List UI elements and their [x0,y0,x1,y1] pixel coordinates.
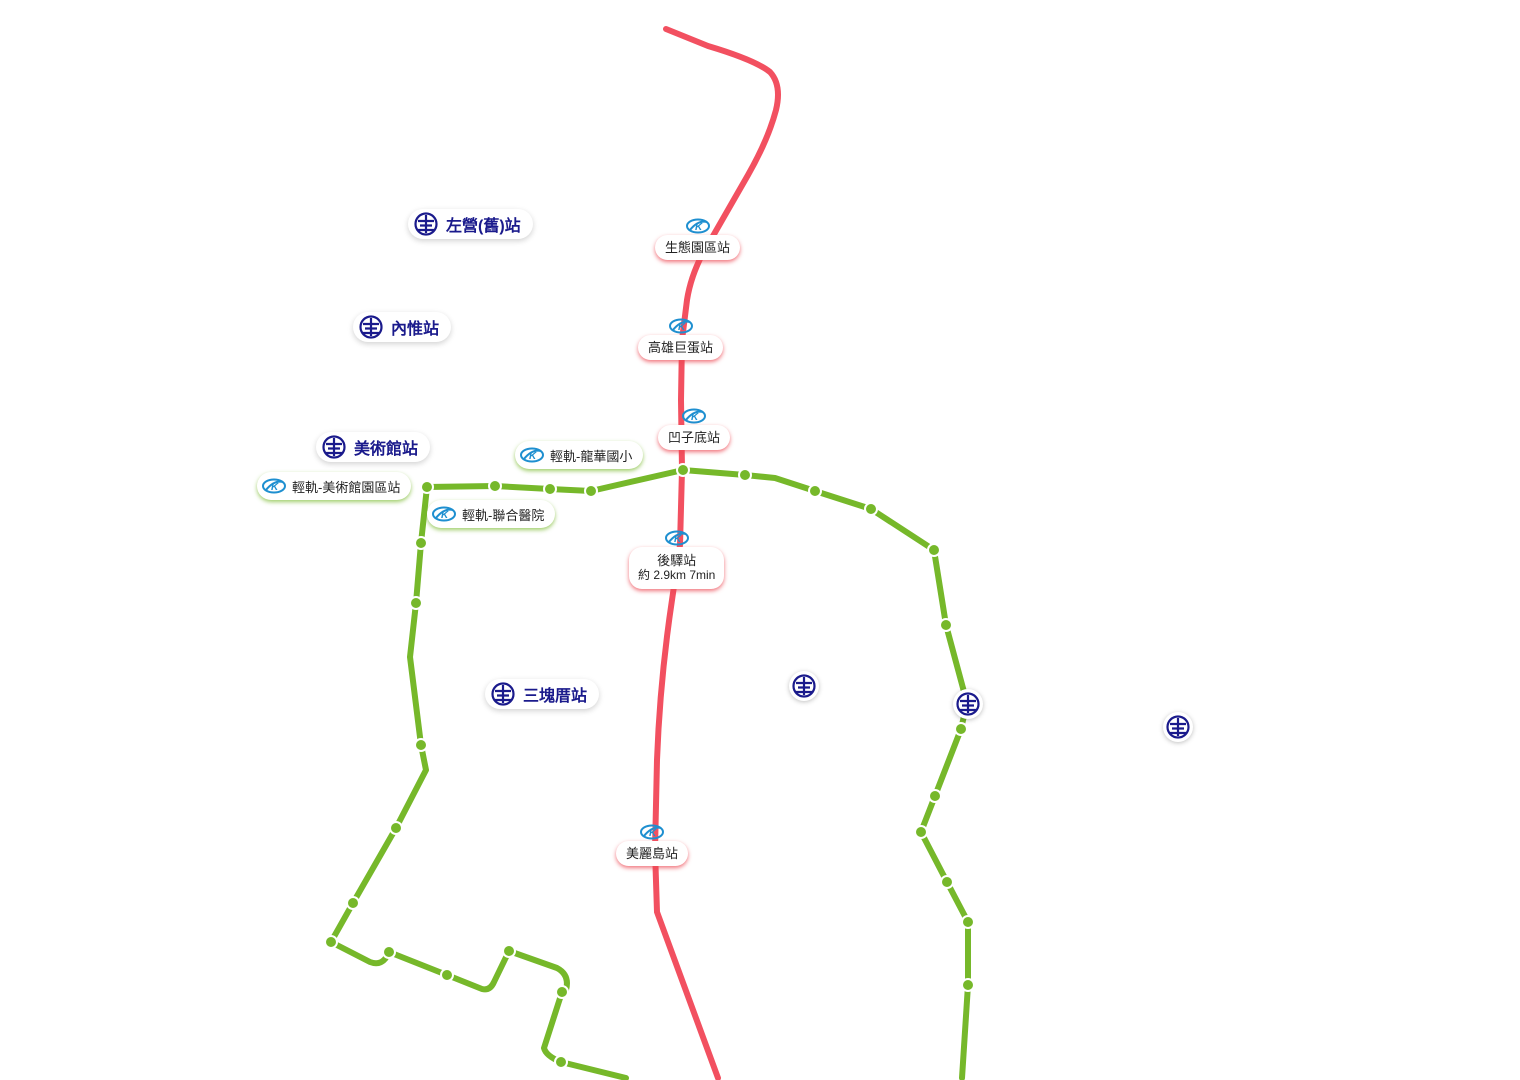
lrt-stop-dot[interactable] [928,789,942,803]
lrt-stop-dot[interactable] [414,536,428,550]
mrt-station-formosa-boulevard[interactable]: K 美麗島站 [616,824,689,866]
lrt-stop-dot[interactable] [939,618,953,632]
svg-text:K: K [691,412,699,423]
taiwan-railway-logo-icon [322,435,346,459]
tra-station-marker[interactable] [953,689,983,719]
mrt-station-name: 生態園區站 [665,240,731,255]
kaohsiung-metro-logo-icon: K [262,478,286,494]
taiwan-railway-logo-icon [491,682,515,706]
lrt-stop-dot[interactable] [927,543,941,557]
mrt-station-ecological-park[interactable]: K 生態園區站 [655,218,741,260]
svg-text:K: K [271,482,279,493]
kaohsiung-metro-logo-icon: K [640,824,664,840]
mrt-station-name: 後驛站 [657,553,697,568]
tra-station-name: 美術館站 [354,441,419,458]
mrt-station-name: 美麗島站 [626,846,679,861]
svg-text:K: K [529,451,537,462]
lrt-stop-dot[interactable] [346,896,360,910]
tra-station-sankuaicuo[interactable]: 三塊厝站 [485,679,600,709]
lrt-stop-dot[interactable] [324,935,338,949]
taiwan-railway-logo-icon [956,692,980,716]
mrt-station-houyi[interactable]: K 後驛站 約 2.9km 7min [629,530,725,589]
tra-station-marker[interactable] [789,671,819,701]
svg-text:K: K [695,222,703,233]
lrt-stop-dot[interactable] [961,915,975,929]
green-line-stops [324,463,975,1069]
lrt-stop-dot[interactable] [414,738,428,752]
tra-station-name: 左營(舊)站 [446,218,521,235]
lrt-stop-dot[interactable] [502,944,516,958]
tra-station-name: 內惟站 [391,321,440,338]
kaohsiung-metro-logo-icon: K [520,447,544,463]
tra-station-museum[interactable]: 美術館站 [316,432,431,462]
lrt-station-longhua-elementary[interactable]: K 輕軌-龍華國小 [515,441,644,469]
mrt-station-name: 高雄巨蛋站 [648,340,714,355]
lrt-stop-dot[interactable] [554,1055,568,1069]
kaohsiung-metro-logo-icon: K [685,218,710,234]
tra-station-marker[interactable] [1163,712,1193,742]
lrt-stop-dot[interactable] [543,482,557,496]
lrt-stop-dot[interactable] [584,484,598,498]
mrt-station-kaohsiung-arena[interactable]: K 高雄巨蛋站 [638,318,724,360]
lrt-stop-dot[interactable] [914,825,928,839]
taiwan-railway-logo-icon [1166,715,1190,739]
tra-station-name: 三塊厝站 [523,688,588,705]
lrt-stop-dot[interactable] [940,875,954,889]
lrt-stop-dot[interactable] [864,502,878,516]
lrt-stop-dot[interactable] [389,821,403,835]
lrt-stop-dot[interactable] [954,722,968,736]
taiwan-railway-logo-icon [792,674,816,698]
tra-station-neiwei[interactable]: 內惟站 [353,312,452,342]
lrt-stop-dot[interactable] [808,484,822,498]
lrt-station-museum-park[interactable]: K 輕軌-美術館園區站 [257,472,412,500]
lrt-stop-dot[interactable] [440,968,454,982]
kaohsiung-metro-logo-icon: K [668,318,693,334]
lrt-station-name: 輕軌-龍華國小 [550,448,633,464]
green-line-route-west [328,484,629,1080]
mrt-station-aozihdi[interactable]: K 凹子底站 [658,408,731,450]
kaohsiung-metro-logo-icon: K [432,506,456,522]
lrt-stop-dot[interactable] [961,978,975,992]
svg-text:K: K [674,534,682,545]
taiwan-railway-logo-icon [359,315,383,339]
lrt-station-name: 輕軌-聯合醫院 [462,507,545,523]
tra-station-zuoying-old[interactable]: 左營(舊)站 [408,209,533,239]
lrt-stop-dot[interactable] [409,596,423,610]
lrt-stop-dot[interactable] [676,463,690,477]
lrt-stop-dot[interactable] [555,985,569,999]
lrt-stop-dot[interactable] [420,480,434,494]
lrt-stop-dot[interactable] [382,945,396,959]
lrt-station-united-hospital[interactable]: K 輕軌-聯合醫院 [427,500,556,528]
svg-text:K: K [649,828,657,839]
lrt-stop-dot[interactable] [488,479,502,493]
kaohsiung-metro-logo-icon: K [664,530,689,546]
lrt-stop-dot[interactable] [738,468,752,482]
taiwan-railway-logo-icon [414,212,438,236]
lrt-station-name: 輕軌-美術館園區站 [292,479,401,495]
svg-text:K: K [678,322,686,333]
mrt-station-name: 凹子底站 [668,430,721,445]
kaohsiung-metro-logo-icon: K [682,408,706,424]
travel-distance-time: 約 2.9km 7min [638,568,716,582]
svg-text:K: K [441,510,449,521]
